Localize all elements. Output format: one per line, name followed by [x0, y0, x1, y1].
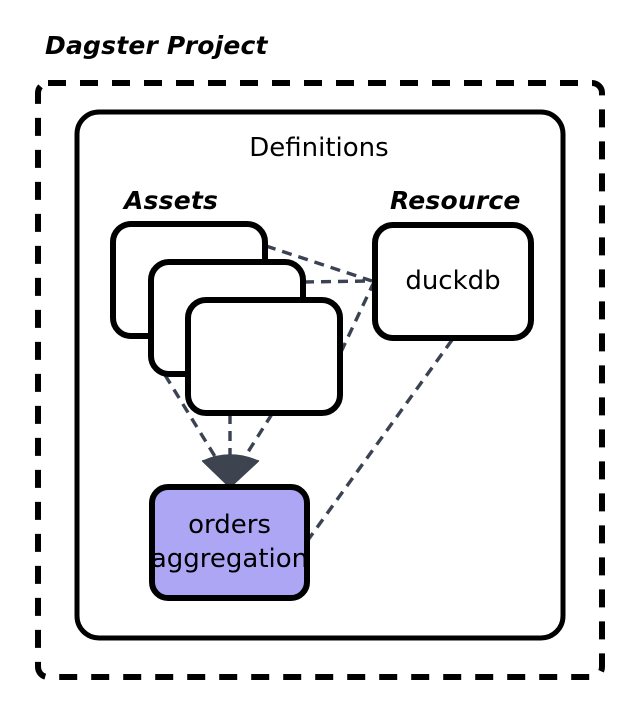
resource-group-label: Resource: [390, 186, 521, 215]
asset-card-3[interactable]: [185, 297, 343, 416]
edge-asset1-duckdb: [265, 244, 373, 283]
project-title: Dagster Project: [45, 31, 268, 60]
edge-duckdb-orders: [306, 339, 454, 541]
duckdb-node[interactable]: [372, 222, 534, 341]
assets-group-label: Assets: [124, 186, 219, 215]
edge-asset3-duckdb: [339, 283, 375, 353]
outer-dashed-container: [35, 80, 605, 680]
orders-aggregation-node[interactable]: [149, 484, 310, 601]
edge-asset2-duckdb: [303, 279, 373, 284]
edge-asset3-orders-right: [239, 413, 274, 464]
fan-arrowhead-icon-wing: [201, 454, 260, 489]
definitions-title: Definitions: [249, 133, 389, 163]
edge-asset1-orders: [163, 374, 221, 464]
